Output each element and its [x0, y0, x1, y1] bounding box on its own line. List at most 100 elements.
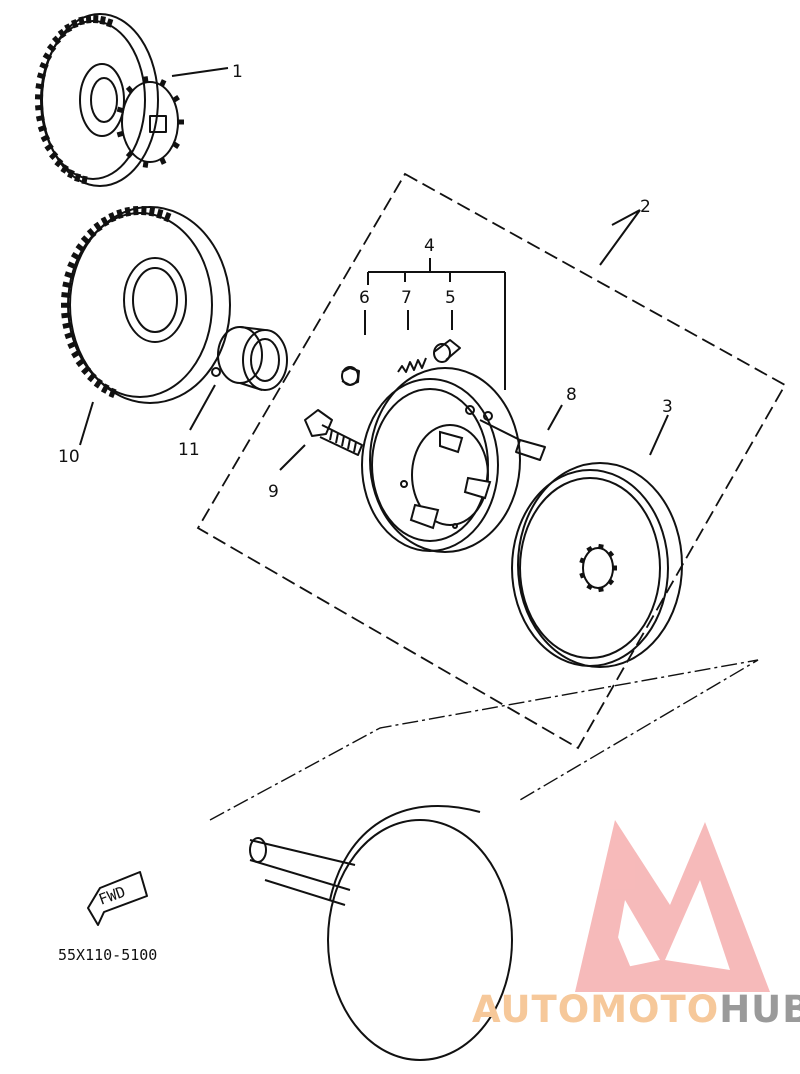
gear-tooth	[37, 124, 48, 133]
assembly-outline-2	[196, 172, 787, 750]
axis-centerline	[209, 659, 759, 821]
gear-tooth	[142, 161, 149, 168]
gear-tooth	[133, 206, 139, 216]
gear-tooth	[67, 169, 75, 179]
label-part-4: 4	[424, 236, 435, 256]
gear-tooth	[44, 142, 54, 152]
part-10-wheel-gear	[60, 206, 231, 404]
gear-tooth	[71, 19, 79, 29]
gear-tooth	[100, 216, 110, 227]
gear-tooth	[81, 365, 92, 376]
label-part-10: 10	[58, 447, 80, 467]
label-part-3: 3	[662, 397, 673, 417]
gear-tooth	[87, 372, 97, 383]
gear-tooth	[579, 557, 585, 564]
part-3-plate	[511, 462, 683, 668]
label-part-11: 11	[178, 440, 200, 460]
label-part-9: 9	[268, 482, 279, 502]
label-part-5: 5	[445, 288, 456, 308]
gear-tooth	[42, 52, 53, 61]
gear-tooth	[93, 378, 103, 389]
gear-tooth	[172, 95, 180, 103]
gear-tooth	[62, 322, 73, 329]
gear-tooth	[49, 150, 59, 161]
crankshaft	[249, 804, 513, 1061]
gear-tooth	[67, 261, 78, 270]
label-part-2: 2	[640, 197, 651, 217]
gear-tooth	[75, 243, 86, 253]
gear-tooth	[607, 578, 615, 586]
gear-tooth	[39, 62, 49, 70]
gear-tooth	[108, 387, 117, 398]
part-1-gear	[34, 13, 184, 187]
gear-tooth	[607, 550, 615, 558]
part-11-bushing	[211, 326, 288, 391]
gear-tooth	[61, 292, 71, 298]
gear-tooth	[99, 15, 106, 25]
gear-tooth	[163, 212, 172, 223]
gear-tooth	[142, 76, 149, 83]
gear-tooth	[85, 15, 92, 24]
gear-tooth	[61, 312, 71, 319]
gear-tooth	[75, 357, 86, 368]
starter-clutch-body	[361, 367, 521, 553]
gear-tooth	[106, 18, 114, 28]
gear-tooth	[70, 251, 82, 261]
part-6-roller	[341, 366, 360, 386]
fwd-arrow-icon: FWD	[87, 871, 148, 926]
gear-tooth	[40, 134, 51, 143]
gear-tooth	[586, 545, 593, 552]
gear-tooth	[60, 164, 69, 174]
gear-tooth	[64, 23, 73, 33]
gear-tooth	[64, 331, 75, 340]
gear-tooth	[124, 206, 131, 217]
label-part-8: 8	[566, 385, 577, 405]
gear-tooth	[35, 104, 44, 111]
part-7-spring	[397, 357, 427, 373]
gear-tooth	[67, 340, 78, 350]
gear-tooth	[46, 43, 57, 53]
watermark-text: AUTOMOTOHUB	[472, 988, 800, 1031]
gear-tooth	[54, 158, 64, 168]
gear-tooth	[35, 114, 45, 122]
part-8-pin	[479, 419, 546, 461]
label-part-6: 6	[359, 288, 370, 308]
gear-tooth	[74, 173, 82, 183]
gear-tooth	[80, 235, 91, 246]
gear-tooth	[156, 208, 164, 219]
diagram-code: 55X110-5100	[58, 946, 157, 964]
gear-tooth	[36, 72, 46, 80]
gear-tooth	[159, 79, 167, 87]
gear-tooth	[159, 157, 167, 165]
gear-tooth	[62, 281, 73, 289]
gear-tooth	[35, 83, 45, 90]
part-5-plunger	[433, 339, 461, 363]
gear-tooth	[100, 383, 110, 394]
gear-tooth	[116, 208, 124, 220]
gear-tooth	[86, 228, 97, 239]
gear-tooth	[93, 221, 103, 233]
gear-tooth	[116, 130, 124, 138]
gear-tooth	[579, 572, 585, 579]
gear-tooth	[125, 85, 134, 94]
gear-tooth	[78, 16, 85, 26]
gear-tooth	[64, 271, 75, 279]
gear-tooth	[598, 587, 604, 593]
part-9-bolt	[304, 409, 363, 456]
gear-tooth	[598, 543, 604, 549]
leader-lines	[79, 67, 669, 471]
watermark-automoto: AUTOMOTO	[472, 988, 719, 1031]
gear-tooth	[108, 212, 117, 223]
gear-tooth	[57, 28, 67, 39]
watermark-hub: HUB	[719, 988, 800, 1031]
gear-tooth	[51, 35, 62, 45]
gear-tooth	[71, 349, 82, 359]
label-part-7: 7	[401, 288, 412, 308]
gear-tooth	[81, 175, 88, 185]
gear-tooth	[172, 141, 180, 149]
label-part-1: 1	[232, 62, 243, 82]
gear-tooth	[125, 150, 134, 159]
gear-tooth	[148, 206, 156, 217]
gear-tooth	[586, 584, 593, 591]
